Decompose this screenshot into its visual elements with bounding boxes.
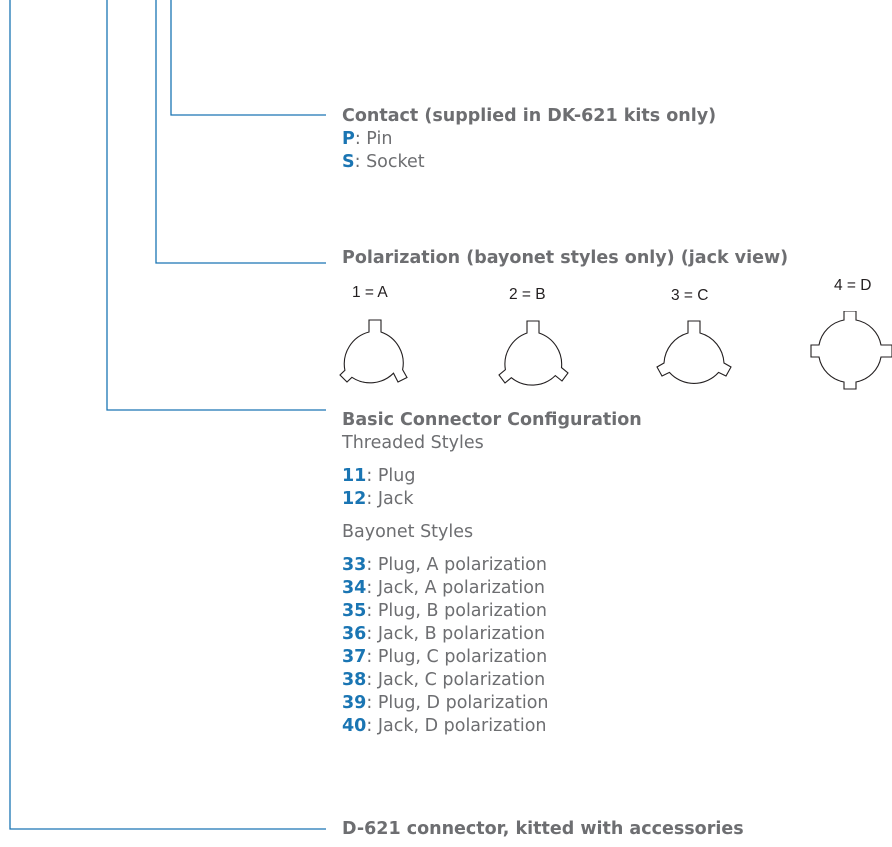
option-code: S xyxy=(342,152,355,172)
list-item: 38: Jack, C polarization xyxy=(342,669,642,692)
option-label: : Jack xyxy=(366,489,414,509)
option-label: : Plug xyxy=(366,466,416,486)
list-item: 35: Plug, B polarization xyxy=(342,600,642,623)
leader-line-configuration xyxy=(106,0,326,411)
option-label: : Socket xyxy=(354,152,425,172)
polarization-heading: Polarization (bayonet styles only) (jack… xyxy=(342,248,789,268)
polarization-d-icon xyxy=(810,311,892,390)
option-code: 34 xyxy=(342,578,367,598)
list-item: 39: Plug, D polarization xyxy=(342,692,642,715)
polarization-key-label: 4 = D xyxy=(834,277,872,294)
list-item: 12: Jack xyxy=(342,488,642,511)
option-code: 39 xyxy=(342,693,367,713)
option-label: : Jack, C polarization xyxy=(366,670,546,690)
contact-section: Contact (supplied in DK-621 kits only) P… xyxy=(342,105,716,174)
contact-heading: Contact (supplied in DK-621 kits only) xyxy=(342,106,717,126)
option-code: 12 xyxy=(342,489,367,509)
bayonet-styles-title: Bayonet Styles xyxy=(342,522,474,542)
connector-section: D-621 connector, kitted with accessories xyxy=(342,818,744,841)
option-label: : Jack, A polarization xyxy=(366,578,546,598)
contact-option-pin: P: Pin xyxy=(342,128,716,151)
polarization-key-label: 3 = C xyxy=(671,287,709,304)
option-label: : Plug, A polarization xyxy=(366,555,547,575)
option-label: : Plug, C polarization xyxy=(366,647,548,667)
option-label: : Pin xyxy=(354,129,393,149)
polarization-a-icon xyxy=(339,319,408,384)
configuration-section: Basic Connector Configuration Threaded S… xyxy=(342,409,642,738)
threaded-styles-title: Threaded Styles xyxy=(342,433,484,453)
list-item: 40: Jack, D polarization xyxy=(342,715,642,738)
configuration-heading: Basic Connector Configuration xyxy=(342,410,642,430)
connector-heading: D-621 connector, kitted with accessories xyxy=(342,819,744,839)
option-code: 38 xyxy=(342,670,367,690)
contact-option-socket: S: Socket xyxy=(342,151,716,174)
option-code: 35 xyxy=(342,601,367,621)
list-item: 33: Plug, A polarization xyxy=(342,554,642,577)
leader-line-polarization xyxy=(155,0,326,264)
option-code: 40 xyxy=(342,716,367,736)
polarization-c-icon xyxy=(656,320,732,384)
polarization-key-label: 2 = B xyxy=(509,286,546,303)
option-code: 37 xyxy=(342,647,367,667)
option-code: 11 xyxy=(342,466,367,486)
polarization-section: Polarization (bayonet styles only) (jack… xyxy=(342,247,788,270)
list-item: 37: Plug, C polarization xyxy=(342,646,642,669)
polarization-key-label: 1 = A xyxy=(352,284,388,301)
option-code: 33 xyxy=(342,555,367,575)
option-code: P xyxy=(342,129,355,149)
option-code: 36 xyxy=(342,624,367,644)
leader-line-contact xyxy=(170,0,326,116)
leader-line-connector xyxy=(9,0,326,830)
list-item: 36: Jack, B polarization xyxy=(342,623,642,646)
list-item: 34: Jack, A polarization xyxy=(342,577,642,600)
polarization-b-icon xyxy=(498,320,569,386)
option-label: : Plug, B polarization xyxy=(366,601,548,621)
list-item: 11: Plug xyxy=(342,465,642,488)
option-label: : Jack, D polarization xyxy=(366,716,547,736)
option-label: : Plug, D polarization xyxy=(366,693,549,713)
option-label: : Jack, B polarization xyxy=(366,624,546,644)
